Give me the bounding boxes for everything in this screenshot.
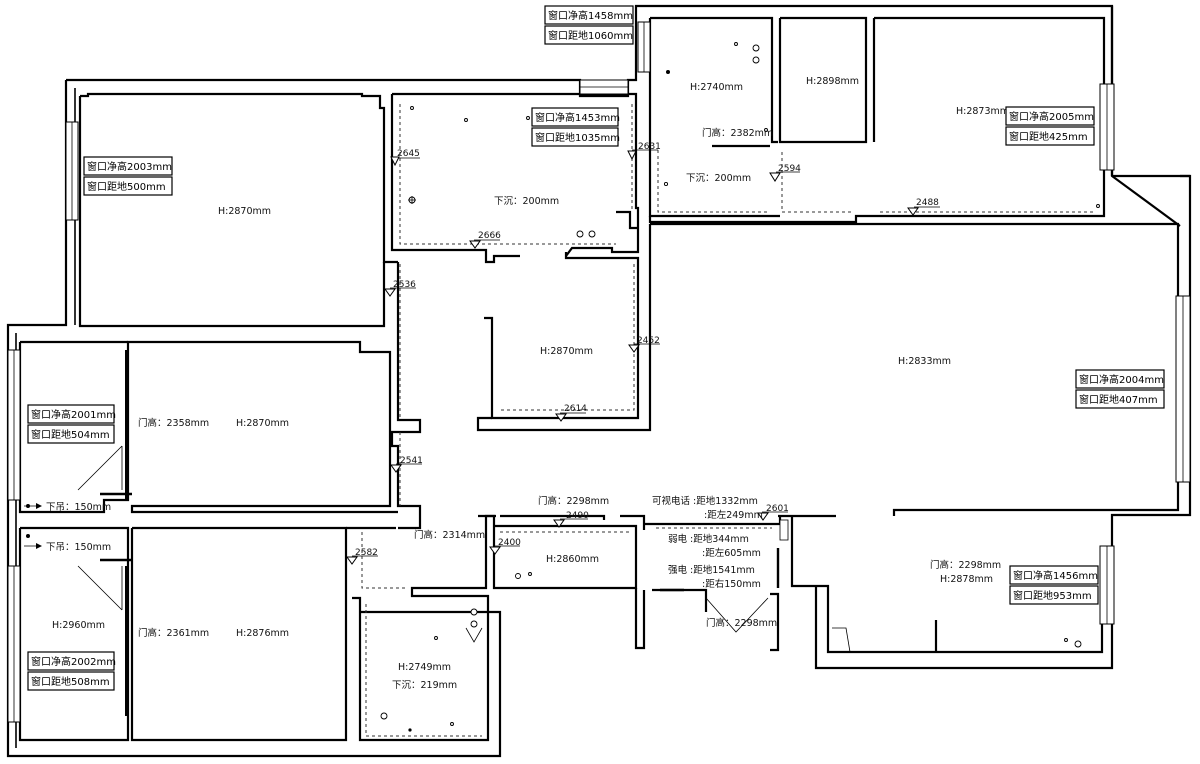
window-box-top-center: 窗口净高1458mm 窗口距地1060mm — [544, 5, 634, 45]
level-marker: 2488 — [907, 198, 940, 216]
window-height-text: 窗口净高2003mm — [87, 160, 172, 173]
room-height-bedroom-middle-left: H:2870mm — [236, 418, 289, 429]
window-box-balcony-bottom-left: 窗口净高2002mm 窗口距地508mm — [27, 651, 116, 691]
strong-current-offset: :距右150mm — [702, 578, 761, 590]
door-height-kitchen: 门高：2382mm — [702, 127, 773, 139]
window-sill-text: 窗口距地425mm — [1009, 130, 1088, 143]
room-height-corridor-room: H:2870mm — [540, 346, 593, 357]
window-height-text: 窗口净高2004mm — [1079, 373, 1164, 386]
window-height-text: 窗口净高2005mm — [1009, 110, 1094, 123]
room-height-bathroom-bottom: H:2749mm — [398, 662, 451, 673]
level-text: 2490 — [566, 511, 589, 521]
level-marker: 2631 — [627, 142, 661, 161]
room-height-balcony-bottom-left: H:2960mm — [52, 620, 105, 631]
window-height-text: 窗口净高2002mm — [31, 655, 116, 668]
door-height-dining: 门高：2298mm — [930, 559, 1001, 571]
level-text: 2452 — [637, 336, 660, 346]
level-text: 2488 — [916, 198, 939, 208]
window-height-text: 窗口净高1458mm — [548, 9, 633, 22]
window-sill-text: 窗口距地508mm — [31, 675, 110, 688]
sink-label-bathroom: 下沉：219mm — [392, 680, 457, 691]
window-box-study: 窗口净高1453mm 窗口距地1035mm — [531, 107, 620, 147]
level-marker: 2601 — [757, 504, 789, 521]
window-box-bed-top-right: 窗口净高2005mm 窗口距地425mm — [1005, 106, 1095, 146]
level-marker: 2490 — [553, 511, 589, 528]
level-text: 2541 — [400, 456, 423, 466]
level-text: 2400 — [498, 538, 521, 548]
room-height-bedroom-bottom-left: H:2876mm — [236, 628, 289, 639]
room-height-bathroom-middle: H:2860mm — [546, 554, 599, 565]
sink-label-study: 下沉：200mm — [494, 196, 559, 207]
room-height-dining: H:2878mm — [940, 574, 993, 585]
video-phone-offset: :距左249mm — [704, 509, 763, 521]
window-box-balcony-mid-left: 窗口净高2001mm 窗口距地504mm — [27, 404, 116, 444]
window-height-text: 窗口净高1456mm — [1013, 569, 1098, 582]
door-height-bedroom-bottom: 门高：2361mm — [138, 627, 209, 639]
window-info-boxes: 窗口净高1458mm 窗口距地1060mm 窗口净高1453mm 窗口距地103… — [27, 5, 1165, 691]
window-height-text: 窗口净高2001mm — [31, 408, 116, 421]
window-box-living: 窗口净高2004mm 窗口距地407mm — [1075, 369, 1165, 409]
window-sill-text: 窗口距地407mm — [1079, 393, 1158, 406]
level-marker: 2594 — [769, 164, 801, 182]
room-height-kitchen: H:2740mm — [690, 82, 743, 93]
door-height-entry: 门高：2298mm — [706, 617, 777, 629]
level-text: 2645 — [397, 149, 420, 159]
level-text: 2594 — [778, 164, 801, 174]
window-box-bed-top-left: 窗口净高2003mm 窗口距地500mm — [83, 156, 173, 196]
door-height-bedroom-middle: 门高：2358mm — [138, 417, 209, 429]
window-sill-text: 窗口距地1035mm — [535, 131, 620, 144]
window-sill-text: 窗口距地953mm — [1013, 589, 1092, 602]
window-height-text: 窗口净高1453mm — [535, 111, 620, 124]
windows — [7, 21, 1191, 723]
level-marker: 2614 — [555, 404, 587, 422]
level-text: 2614 — [564, 404, 587, 414]
door-swings — [24, 445, 851, 653]
door-height-corridor: 门高：2314mm — [414, 529, 485, 541]
room-labels: H:2870mm H:2870mm H:2740mm H:2898mm H:28… — [46, 76, 1009, 691]
door-height-bath-mid: 门高：2298mm — [538, 495, 609, 507]
room-height-living: H:2833mm — [898, 356, 951, 367]
dashed-lines — [361, 104, 1096, 737]
weak-current-offset: :距左605mm — [702, 547, 761, 559]
drop-ceiling-label-1: 下吊：150mm — [46, 502, 111, 513]
strong-current-label: 强电 :距地1541mm — [668, 564, 755, 576]
level-marker: 2666 — [469, 231, 501, 249]
level-marker: 2452 — [628, 336, 660, 353]
level-text: 2536 — [393, 280, 416, 290]
window-box-dining: 窗口净高1456mm 窗口距地953mm — [1009, 565, 1099, 605]
sink-label-kitchen: 下沉：200mm — [686, 173, 751, 184]
level-text: 2631 — [638, 142, 661, 152]
level-marker: 2541 — [390, 456, 423, 473]
level-marker: 2400 — [489, 538, 521, 555]
level-text: 2666 — [478, 231, 501, 241]
room-height-bedroom-top-left: H:2870mm — [218, 206, 271, 217]
level-text: 2582 — [355, 548, 378, 558]
window-sill-text: 窗口距地1060mm — [548, 29, 633, 42]
weak-current-label: 弱电 :距地344mm — [668, 533, 749, 545]
video-phone-label: 可视电话 :距地1332mm — [652, 495, 758, 507]
level-marker: 2582 — [346, 548, 378, 565]
drop-ceiling-label-2: 下吊：150mm — [46, 542, 111, 553]
room-height-closet: H:2898mm — [806, 76, 859, 87]
level-marker: 2536 — [384, 280, 416, 297]
level-marker: 2645 — [390, 149, 420, 167]
level-text: 2601 — [766, 504, 789, 514]
level-markers: 2645 2631 2666 2594 2488 2536 — [346, 142, 940, 565]
window-sill-text: 窗口距地504mm — [31, 428, 110, 441]
room-height-bedroom-top-right: H:2873mm — [956, 106, 1009, 117]
window-sill-text: 窗口距地500mm — [87, 180, 166, 193]
